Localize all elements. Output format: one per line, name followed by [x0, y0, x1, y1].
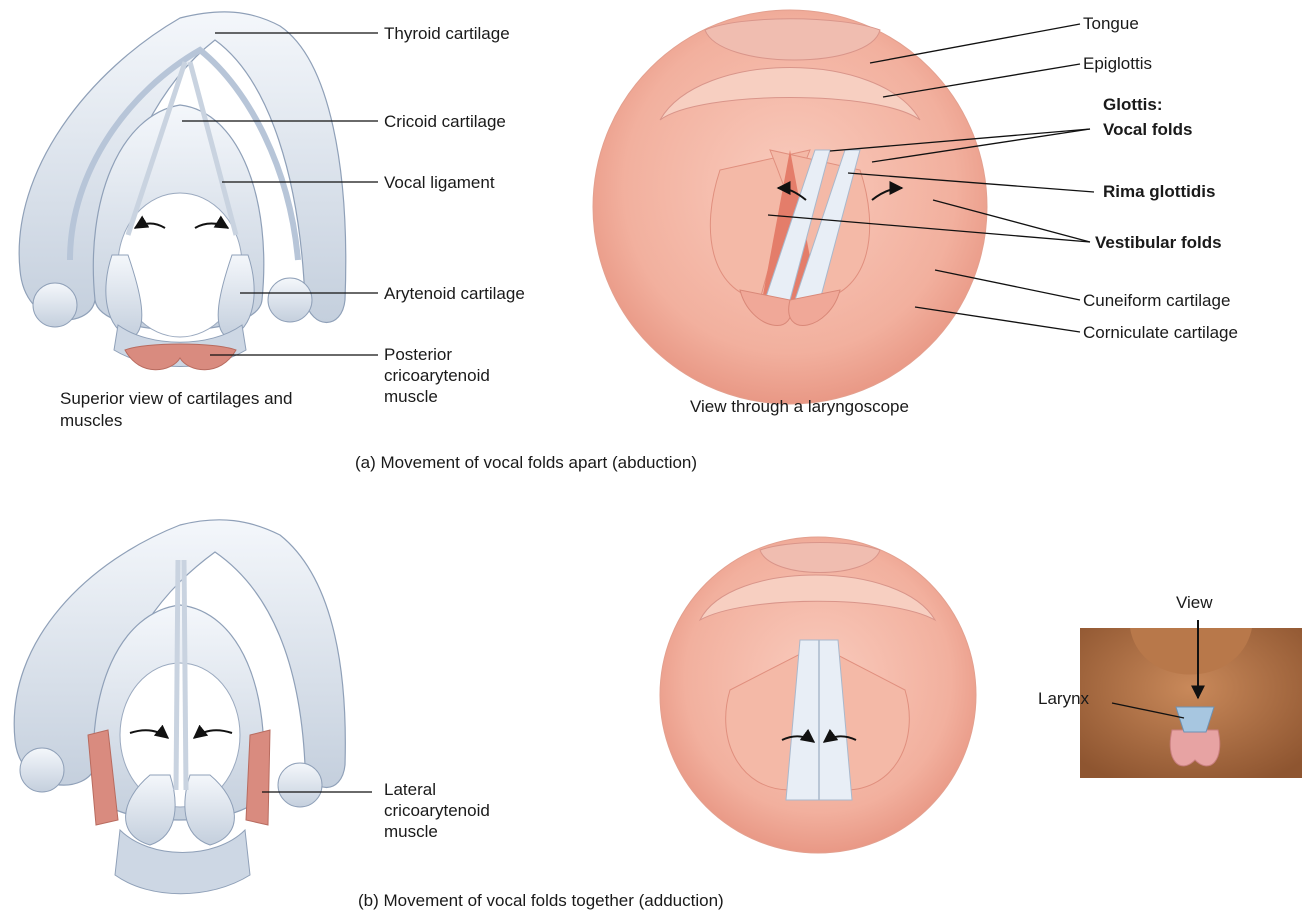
label-view: View: [1176, 592, 1213, 613]
leader-tongue: [870, 24, 1080, 63]
glottis-opening-b: [120, 663, 240, 807]
label-arytenoid-cartilage: Arytenoid cartilage: [384, 283, 525, 304]
label-larynx: Larynx: [1038, 688, 1089, 709]
label-rima-glottidis: Rima glottidis: [1103, 181, 1215, 202]
label-cuneiform-cartilage: Cuneiform cartilage: [1083, 290, 1230, 311]
caption-superior-view: Superior view of cartilages and muscles: [60, 388, 350, 432]
panel-a-laryngoscope-drawing: [593, 10, 987, 404]
vocal-ligament-right-b: [184, 560, 186, 790]
label-vestibular-folds: Vestibular folds: [1095, 232, 1222, 253]
caption-panel-b: (b) Movement of vocal folds together (ad…: [358, 890, 724, 912]
panel-b-cartilage-drawing: [14, 520, 345, 894]
label-posterior-cricoarytenoid: Posterior cricoarytenoid muscle: [384, 344, 494, 407]
label-tongue: Tongue: [1083, 13, 1139, 34]
panel-b-laryngoscope-drawing: [660, 537, 976, 853]
label-vocal-ligament: Vocal ligament: [384, 172, 495, 193]
thyroid-gland: [1170, 730, 1220, 766]
label-epiglottis: Epiglottis: [1083, 53, 1152, 74]
panel-a-cartilage-drawing: [19, 12, 346, 370]
lateral-muscle-right-b: [246, 730, 270, 825]
caption-laryngoscope-view: View through a laryngoscope: [690, 396, 909, 418]
label-vocal-folds: Vocal folds: [1103, 119, 1192, 140]
label-glottis: Glottis:: [1103, 94, 1163, 115]
neck-inset: [1080, 620, 1302, 778]
label-lateral-cricoarytenoid: Lateral cricoarytenoid muscle: [384, 779, 494, 842]
label-corniculate-cartilage: Corniculate cartilage: [1083, 322, 1238, 343]
cricoid-base-b: [115, 830, 250, 894]
caption-panel-a: (a) Movement of vocal folds apart (abduc…: [355, 452, 697, 474]
thyroid-horn-left-b: [20, 748, 64, 792]
vocal-ligament-left-b: [176, 560, 178, 790]
thyroid-horn-right-b: [278, 763, 322, 807]
label-cricoid-cartilage: Cricoid cartilage: [384, 111, 506, 132]
thyroid-horn-left-a: [33, 283, 77, 327]
thyroid-horn-right-a: [268, 278, 312, 322]
label-thyroid-cartilage: Thyroid cartilage: [384, 23, 510, 44]
